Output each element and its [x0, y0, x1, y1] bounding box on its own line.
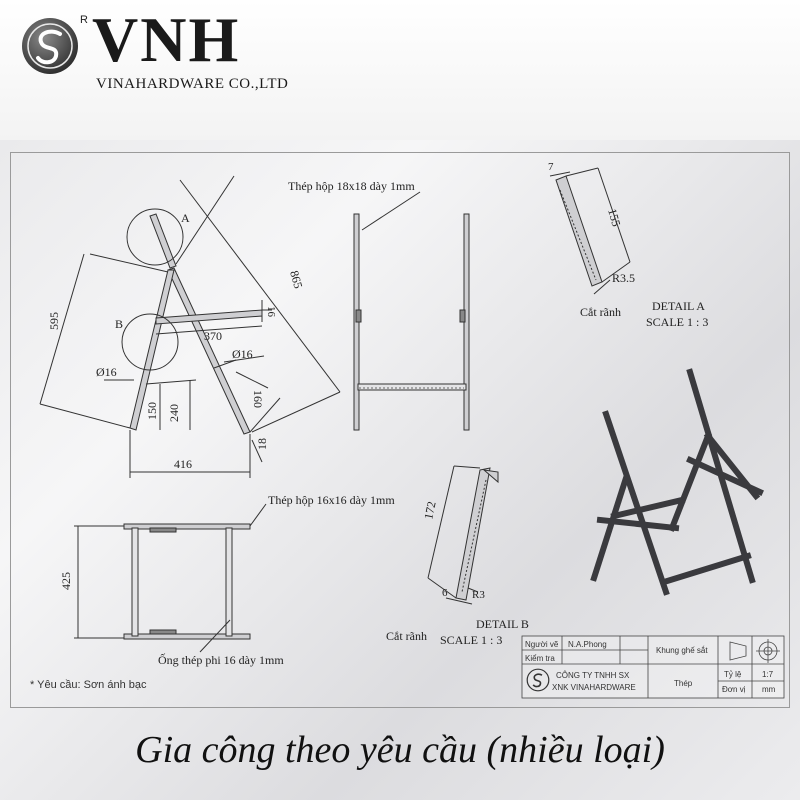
r3-label: R3: [472, 589, 485, 601]
registered-mark: R: [80, 14, 88, 26]
drawn-by-label: Người vẽ: [525, 640, 559, 649]
scale-label: Tỷ lệ: [724, 670, 742, 679]
dim-7: 7: [548, 161, 554, 173]
company-line1: CÔNG TY TNHH SX: [556, 671, 630, 680]
dim-18: 18: [255, 438, 269, 450]
detail-a-title: DETAIL A: [652, 299, 705, 313]
dim-595: 595: [47, 312, 61, 330]
detail-b: [427, 465, 499, 605]
front-view: [353, 213, 470, 431]
dim-425: 425: [59, 572, 73, 590]
cut-a-label: Cắt rãnh: [580, 305, 621, 319]
tube-16-label: Thép hộp 16x16 dày 1mm: [268, 493, 395, 507]
checked-label: Kiểm tra: [525, 654, 555, 663]
side-view: [39, 175, 341, 478]
phi16-left: Ø16: [96, 365, 117, 379]
detail-b-title: DETAIL B: [476, 617, 529, 631]
pipe-16-label: Ống thép phi 16 dày 1mm: [158, 652, 284, 667]
phi16-right: Ø16: [232, 347, 253, 361]
part-name: Khung ghế sắt: [656, 646, 708, 655]
cut-b-label: Cắt rãnh: [386, 629, 427, 643]
dim-155: 155: [605, 207, 623, 228]
dim-416: 416: [174, 457, 192, 471]
dim-865: 865: [287, 269, 305, 290]
title-logo-icon: [526, 668, 550, 692]
drawn-by-name: N.A.Phong: [568, 640, 607, 649]
circle-a-label: A: [181, 211, 190, 225]
technical-drawing: A B 595 865 370 16 Ø16 Ø16 150 240 160 4…: [30, 161, 785, 699]
brand-header: R VNH VINAHARDWARE CO.,LTD: [0, 0, 800, 140]
company-line2: XNK VINAHARDWARE: [552, 683, 636, 692]
material: Thép: [674, 679, 693, 688]
unit-value: mm: [762, 685, 776, 694]
company-name: VINAHARDWARE CO.,LTD: [96, 76, 289, 92]
scale-value: 1:7: [762, 670, 774, 679]
dim-172: 172: [421, 500, 438, 521]
dim-240: 240: [167, 404, 181, 422]
title-block: [521, 635, 785, 699]
dim-6: 6: [442, 587, 448, 599]
paint-note: * Yêu cầu: Sơn ánh bạc: [30, 679, 147, 691]
dim-16: 16: [265, 306, 277, 318]
brand-name: VNH: [92, 4, 241, 75]
circle-b-label: B: [115, 317, 123, 331]
detail-a-scale: SCALE 1 : 3: [646, 315, 708, 329]
drawing-sheet: [10, 152, 790, 708]
vnh-logo-icon: [22, 18, 78, 74]
detail-b-scale: SCALE 1 : 3: [440, 633, 502, 647]
iso-view: [590, 368, 764, 596]
detail-a: [549, 167, 631, 295]
dim-160: 160: [251, 390, 265, 408]
dim-370: 370: [204, 329, 222, 343]
dim-150: 150: [145, 402, 159, 420]
top-view: [123, 523, 251, 640]
unit-label: Đơn vị: [722, 685, 746, 694]
tube-18-label: Thép hộp 18x18 dày 1mm: [288, 179, 415, 193]
r35-label: R3.5: [612, 271, 635, 285]
footer-caption: Gia công theo yêu cầu (nhiều loại): [135, 729, 665, 771]
